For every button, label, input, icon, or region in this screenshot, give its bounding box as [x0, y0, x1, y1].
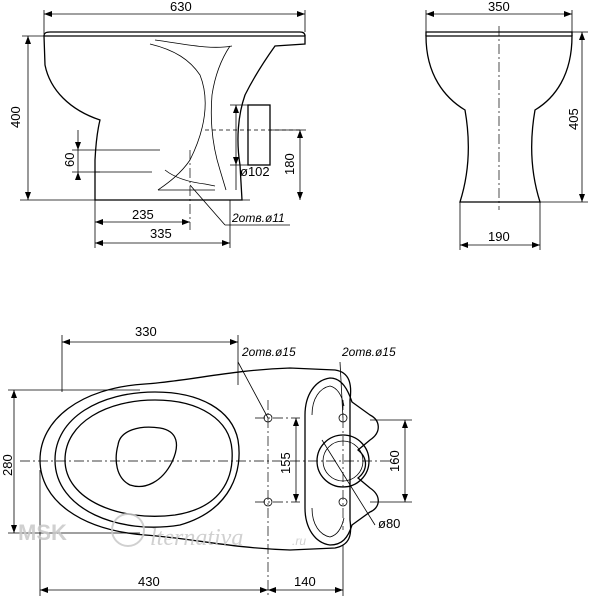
plan-holes-left-label: 2отв.ø15 — [241, 345, 296, 359]
plan-dia-label: ø80 — [378, 516, 400, 531]
side-180-label: 180 — [282, 153, 297, 175]
plan-155-label: 155 — [278, 452, 293, 474]
side-width-label: 630 — [170, 0, 192, 14]
watermark-brand-a: MSK — [18, 520, 67, 545]
plan-view: 330 2отв.ø15 2отв.ø15 280 155 160 ø80 43… — [0, 324, 412, 596]
front-view: 350 405 190 — [425, 0, 588, 250]
side-60-label: 60 — [62, 153, 77, 167]
plan-280-label: 280 — [0, 454, 15, 476]
side-dia-label: ø102 — [240, 164, 270, 179]
watermark: MSK lternativa .ru — [18, 513, 306, 551]
side-holes-label: 2отв.ø11 — [231, 211, 285, 225]
side-height-label: 400 — [8, 106, 23, 128]
plan-160-label: 160 — [387, 450, 402, 472]
front-base-label: 190 — [488, 229, 510, 244]
plan-holes-right-label: 2отв.ø15 — [341, 345, 396, 359]
side-view: 630 400 60 180 ø102 235 335 — [8, 0, 306, 248]
plan-140-label: 140 — [294, 574, 316, 589]
plan-430-label: 430 — [138, 574, 160, 589]
side-235-label: 235 — [132, 207, 154, 222]
front-height-label: 405 — [566, 108, 581, 130]
plan-330-label: 330 — [135, 324, 157, 339]
watermark-brand-c: .ru — [292, 534, 306, 548]
watermark-logo-icon — [111, 513, 145, 547]
side-335-label: 335 — [150, 226, 172, 241]
watermark-brand-b: lternativa — [150, 525, 243, 551]
front-width-label: 350 — [488, 0, 510, 14]
